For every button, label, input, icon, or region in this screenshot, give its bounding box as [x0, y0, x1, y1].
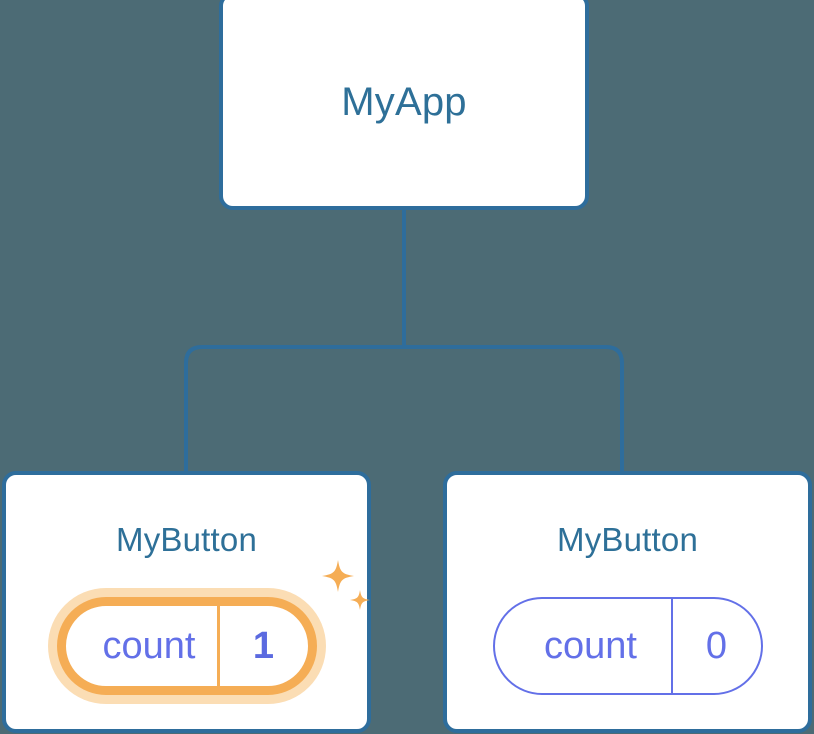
state-pill-wrap-0: count 1 — [6, 581, 367, 711]
node-mybutton-0[interactable]: MyButton count 1 — [2, 471, 371, 733]
node-title-mybutton-0: MyButton — [116, 521, 257, 558]
state-pill-wrap-1: count 0 — [447, 581, 808, 711]
connector-child-bus — [184, 345, 624, 471]
state-pill-divider-0 — [216, 606, 220, 686]
state-pill-divider-1 — [670, 599, 673, 693]
node-mybutton-1[interactable]: MyButton count 0 — [443, 471, 812, 733]
state-key-1: count — [544, 624, 637, 667]
state-key-0: count — [102, 624, 196, 667]
state-value-1: 0 — [705, 624, 728, 667]
node-myapp[interactable]: MyApp — [219, 0, 589, 210]
state-pill-0[interactable]: count 1 — [56, 597, 317, 695]
state-pill-1[interactable]: count 0 — [492, 597, 763, 695]
node-title-myapp: MyApp — [341, 80, 467, 124]
node-title-mybutton-1: MyButton — [557, 521, 698, 558]
state-value-0: 1 — [252, 624, 275, 667]
